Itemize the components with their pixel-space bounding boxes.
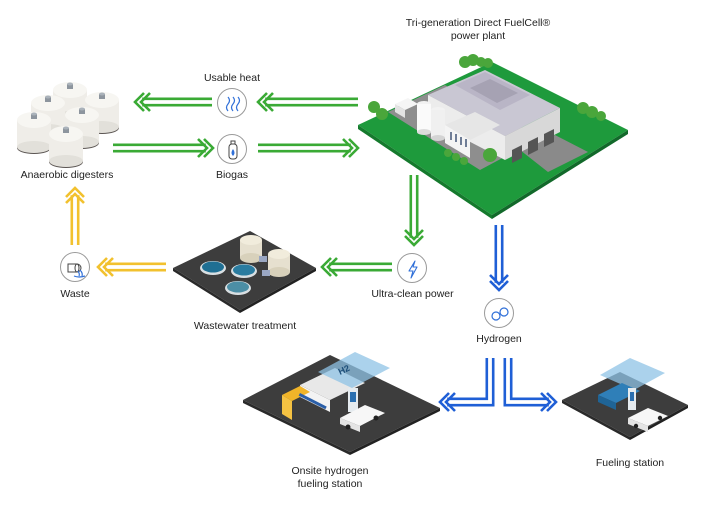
arrow-head [139, 92, 151, 112]
hydrogen-molecule-icon [491, 307, 509, 321]
arrow-plant-to-heat [256, 92, 358, 112]
arrow-shaft [447, 358, 489, 401]
arrow-head [546, 392, 558, 412]
arrow-plant-to-hydrogen [489, 225, 509, 292]
waste-pipe-icon [67, 263, 86, 278]
hydrogen-node [484, 298, 514, 328]
wastewater-treatment-illustration [173, 231, 316, 313]
arrow-head [348, 138, 360, 158]
arrow-head [326, 257, 338, 277]
arrow-head [256, 92, 268, 112]
gas-cylinder-icon [228, 140, 238, 160]
digester-tank [49, 126, 83, 168]
onsite-hydrogen-station-illustration: H2 [243, 352, 440, 455]
h2-sign: H2 [337, 363, 352, 377]
arrow-waste-to-digesters [65, 186, 85, 245]
arrow-head [65, 192, 85, 204]
anaerobic-digesters-illustration [17, 82, 119, 168]
onsite-hydrogen-station-label: Onsite hydrogen fueling station [275, 465, 385, 491]
arrow-hydrogen-to-onsite [438, 358, 495, 412]
arrow-head [489, 280, 509, 292]
arrow-shaft [447, 358, 495, 407]
digester-tank [85, 92, 119, 134]
arrow-head [438, 392, 450, 412]
arrow-head [197, 138, 209, 158]
ultra-clean-power-node [397, 253, 427, 283]
arrow-plant-to-power [404, 175, 424, 247]
anaerobic-digesters-label: Anaerobic digesters [20, 169, 114, 181]
power-plant-label-line1: Tri-generation Direct FuelCell® [405, 17, 551, 29]
arrow-power-to-wastewater [320, 257, 392, 277]
biogas-node [217, 134, 247, 164]
arrow-head [404, 229, 424, 241]
usable-heat-label: Usable heat [203, 72, 261, 84]
arrow-head [444, 392, 456, 412]
arrow-head [404, 235, 424, 247]
arrow-head [540, 392, 552, 412]
arrow-head [342, 138, 354, 158]
arrow-biogas-to-plant [258, 138, 360, 158]
fueling-station-label: Fueling station [595, 457, 665, 469]
power-plant-illustration [358, 54, 628, 219]
hydrogen-label: Hydrogen [476, 333, 522, 345]
arrow-head [65, 186, 85, 198]
wastewater-treatment-label: Wastewater treatment [193, 320, 297, 332]
arrow-head [262, 92, 274, 112]
arrow-heat-to-digesters [133, 92, 212, 112]
power-plant-label: Tri-generation Direct FuelCell® power pl… [398, 17, 558, 43]
usable-heat-node [217, 88, 247, 118]
flow-arrows [65, 92, 558, 412]
arrow-head [96, 257, 108, 277]
arrow-digesters-to-biogas [113, 138, 215, 158]
waste-label: Waste [60, 288, 90, 300]
lightning-bolt-icon [408, 260, 418, 279]
biogas-label: Biogas [215, 169, 249, 181]
onsite-station-label-line2: fueling station [297, 478, 363, 490]
fueling-station-illustration [562, 358, 688, 440]
arrow-head [489, 274, 509, 286]
arrow-wastewater-to-waste [96, 257, 166, 277]
arrow-shaft [509, 358, 549, 401]
arrow-shaft [503, 358, 549, 407]
arrow-head [102, 257, 114, 277]
onsite-station-label-line1: Onsite hydrogen [291, 465, 369, 477]
arrow-head [320, 257, 332, 277]
arrow-hydrogen-to-fueling [503, 358, 558, 412]
digester-tank [17, 112, 51, 154]
arrow-head [133, 92, 145, 112]
heat-waves-icon [225, 96, 241, 112]
power-plant-label-line2: power plant [450, 30, 506, 42]
arrow-head [203, 138, 215, 158]
waste-node [60, 252, 90, 282]
ultra-clean-power-label: Ultra-clean power [371, 288, 454, 300]
